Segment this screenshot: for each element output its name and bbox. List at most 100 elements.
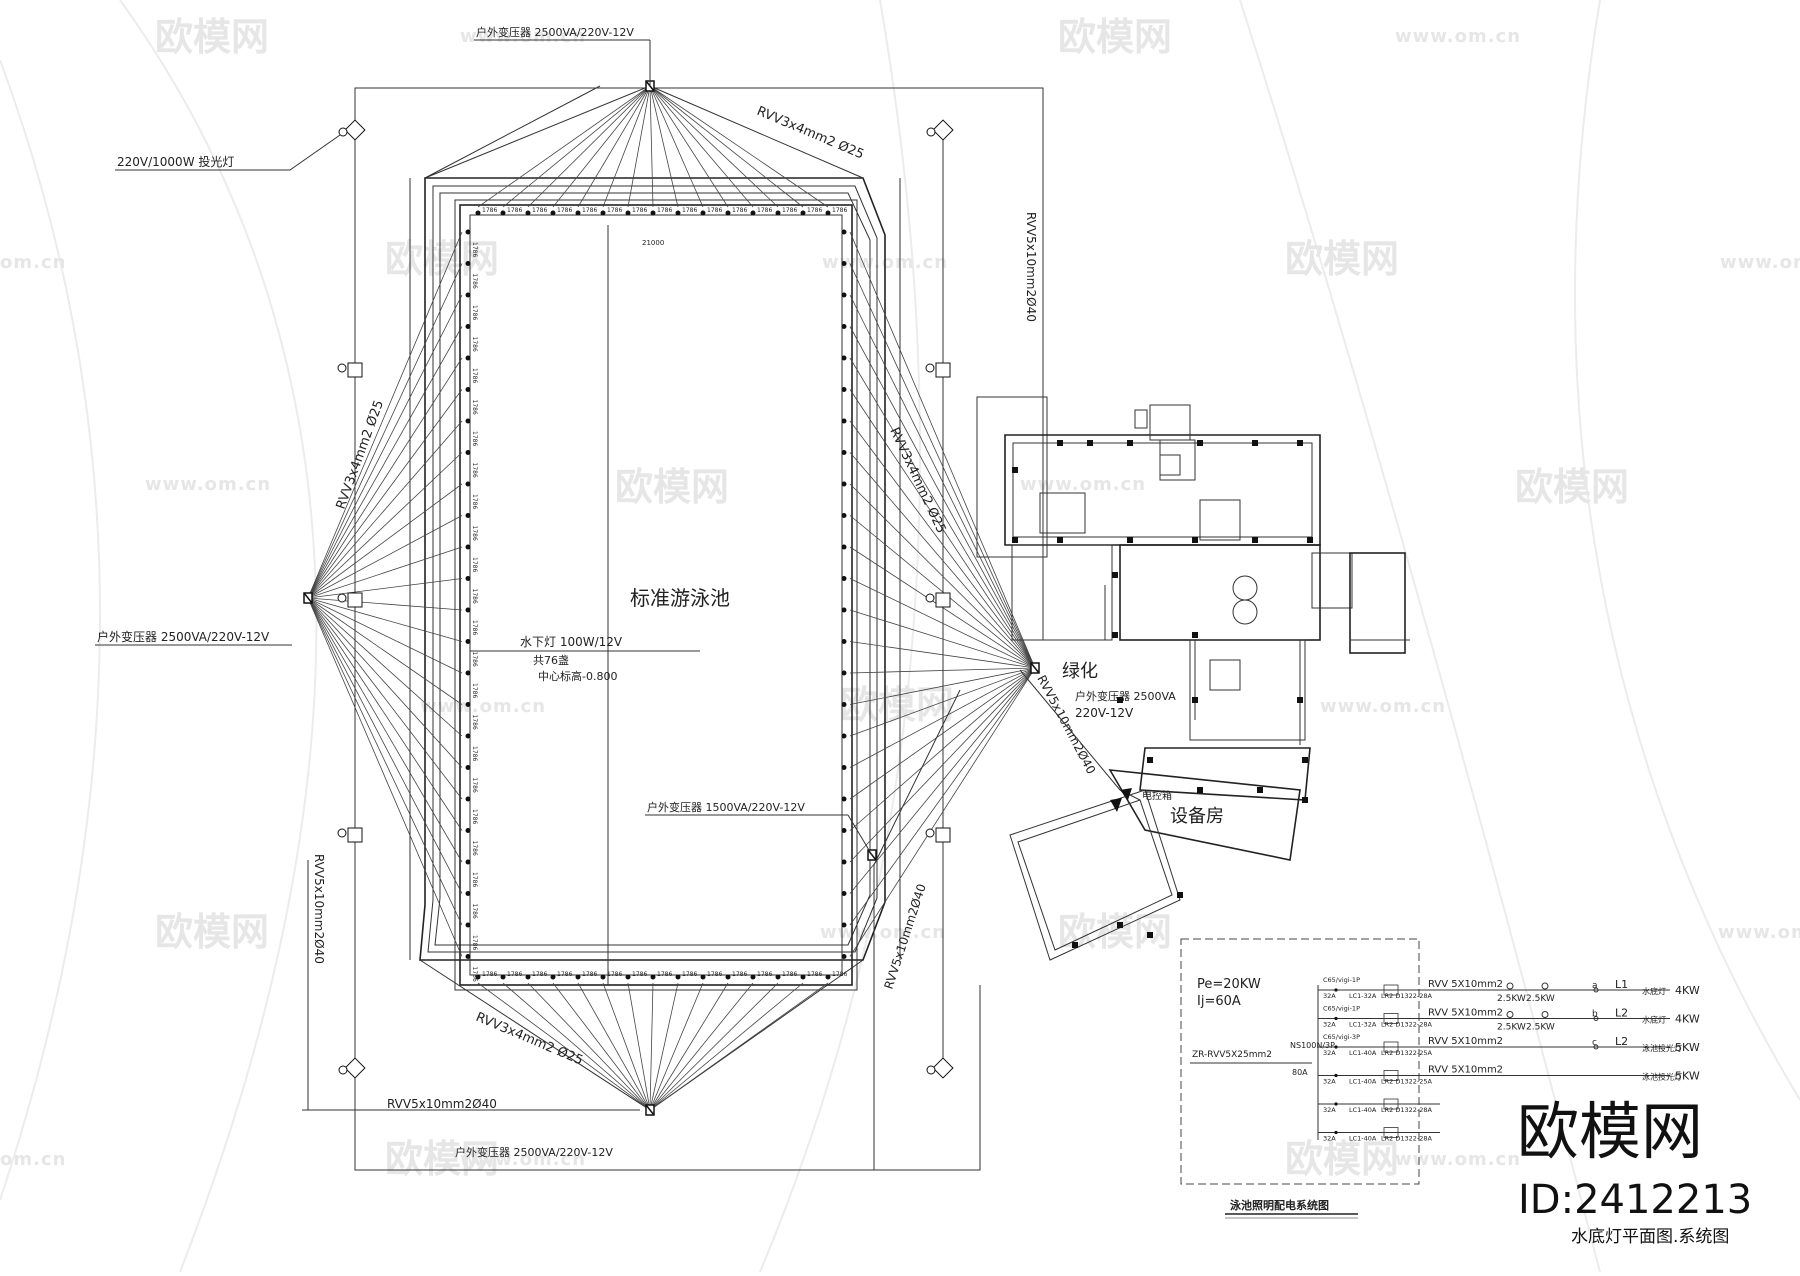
watermark-brand: 欧模网 [1285, 237, 1399, 281]
column-marker [1302, 797, 1308, 803]
branch-name: 泳池投光灯 [1642, 1043, 1682, 1053]
breaker-icon [1334, 1102, 1338, 1106]
cable-line [307, 597, 463, 800]
branch-rating: 32A [1323, 1135, 1336, 1143]
lamp-icon [750, 210, 756, 216]
spacing-label: 1786 [832, 971, 847, 978]
breaker-icon [1334, 1045, 1338, 1049]
system-main-rating: 80A [1292, 1068, 1308, 1077]
spacing-label: 1786 [607, 971, 622, 978]
column-marker [1252, 537, 1258, 543]
branch-rating: 32A [1323, 1078, 1336, 1086]
lamp-count: 共76盏 [533, 653, 569, 667]
watermark-brand: 欧模网 [385, 1137, 499, 1181]
lamp-icon [841, 796, 847, 802]
lamp-icon [465, 513, 471, 518]
branch-load: 2.5KW [1526, 994, 1555, 1004]
branch-contactor: LC1-32A [1349, 1021, 1377, 1029]
cable-line [649, 982, 704, 1111]
floodlight-icon [925, 828, 935, 838]
branch-breaker: C65/vigi-1P [1323, 1005, 1360, 1013]
lamp-icon [475, 974, 481, 980]
lamp-icon [465, 607, 471, 613]
spacing-label: 1786 [507, 971, 522, 978]
spacing-label: 1786 [732, 207, 747, 214]
column-marker [1192, 697, 1198, 703]
cable-line [849, 231, 1036, 669]
lamp-icon [500, 974, 506, 980]
spacing-label: 1786 [471, 715, 478, 730]
cable-line [307, 597, 463, 894]
spacing-label: 1786 [471, 494, 478, 509]
lamp-icon [775, 974, 781, 980]
floodlight-icon [935, 592, 951, 608]
transformer-mid-label: 户外变压器 1500VA/220V-12V [647, 800, 805, 814]
floodlight-icon [338, 1065, 348, 1075]
lamp-icon [575, 974, 581, 980]
cable-line [649, 982, 679, 1111]
column-marker [1117, 922, 1123, 928]
contactor-icon [1383, 1070, 1399, 1081]
column-marker [1127, 537, 1133, 543]
floodlight-icon [925, 363, 935, 373]
spacing-label: 1786 [657, 971, 672, 978]
lamp-icon [465, 639, 471, 644]
dim-total: 21000 [642, 239, 664, 247]
building-columns [1012, 440, 1313, 948]
cable-line [649, 85, 729, 208]
branch-line-id: L2 [1615, 1035, 1628, 1048]
watermark-brand: 欧模网 [385, 237, 499, 281]
cable-line [849, 357, 1036, 669]
lamp-icon [465, 733, 471, 739]
pool-title: 标准游泳池 [630, 586, 730, 610]
branch-power: 5KW [1675, 1041, 1700, 1054]
cable-line [849, 667, 1036, 674]
cable-line [849, 667, 1036, 800]
spacing-label: 1786 [557, 207, 572, 214]
lamp-icon [841, 324, 847, 329]
lamp-icon [465, 324, 471, 329]
column-marker [1307, 537, 1313, 543]
lamp-icon [841, 355, 847, 361]
cable-line [849, 667, 1036, 863]
column-marker [1197, 440, 1203, 446]
lamp-icon [465, 292, 471, 298]
floodlight-icon [337, 593, 347, 603]
branch-cable: RVV 5X10mm2 [1428, 1036, 1503, 1047]
lamp-icon [800, 210, 806, 216]
spacing-label: 1786 [657, 207, 672, 214]
column-marker [1192, 632, 1198, 638]
floodlight-icon [926, 1065, 936, 1075]
cable-line [649, 982, 804, 1111]
cable-line [849, 641, 1036, 669]
lamp-icon [650, 210, 656, 216]
cable-line [849, 483, 1036, 669]
floodlight-icon [932, 1057, 954, 1079]
cable-line [307, 597, 463, 831]
cable-line [477, 982, 651, 1111]
watermark-url: www.om.cn [1395, 26, 1521, 47]
brand-id: ID:2412213 [1518, 1177, 1752, 1223]
spacing-label: 1786 [582, 971, 597, 978]
lamp-icon [525, 974, 531, 980]
spacing-label: 1786 [471, 841, 478, 856]
lamp-icon [841, 702, 847, 707]
branch-power: 5KW [1675, 1070, 1700, 1083]
cable-main-right-label: RVV5x10mm2Ø40 [1024, 212, 1038, 322]
cable-line [849, 420, 1036, 669]
watermark-url: www.om.cn [145, 474, 271, 495]
branch-line-id: L1 [1615, 978, 1628, 991]
column-marker [1057, 537, 1063, 543]
spacing-label: 1786 [471, 557, 478, 572]
lamp-icon [465, 891, 471, 896]
lamp-icon [750, 974, 756, 980]
cable-line [527, 982, 651, 1111]
floodlight-icon [347, 827, 363, 843]
lamp-icon [841, 229, 847, 235]
cable-main-left-label: RVV5x10mm2Ø40 [312, 854, 326, 964]
contactor-icon [1383, 1041, 1399, 1053]
branch-power: 4KW [1675, 984, 1700, 997]
